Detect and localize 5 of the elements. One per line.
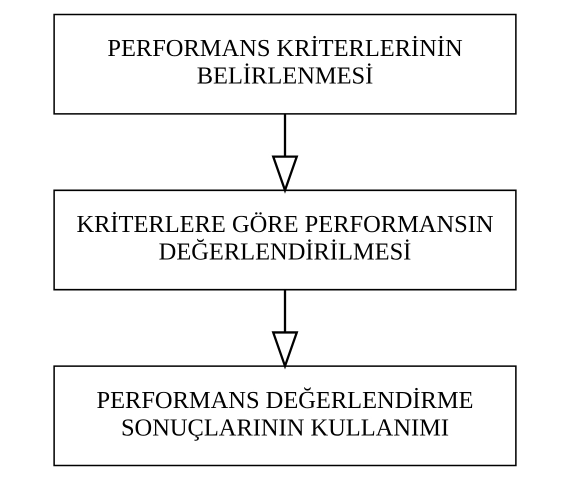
arrow bbox=[271, 114, 298, 194]
node-box: KRİTERLERE GÖRE PERFORMANSIN DEĞERLENDİRİLMESİ bbox=[52, 190, 516, 290]
node-box: PERFORMANS KRİTERLERİNİN BELİRLENMESİ bbox=[52, 14, 516, 115]
arrow bbox=[271, 290, 298, 370]
node-box: PERFORMANS DEĞERLENDİRME SONUÇLARININ KULLANIMI bbox=[52, 365, 516, 466]
